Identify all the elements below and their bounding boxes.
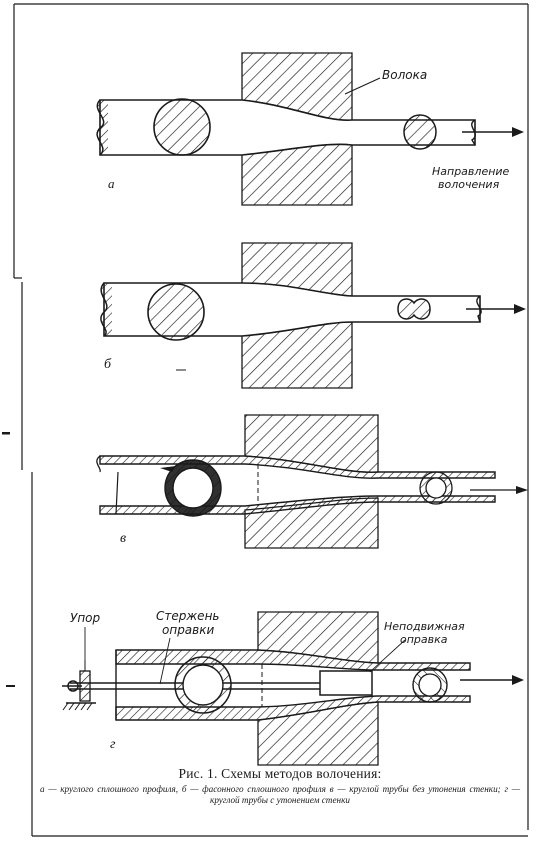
label-direction-1: Направление: [432, 165, 510, 178]
label-stop: Упор: [70, 611, 101, 625]
section-a-initial: [153, 98, 211, 156]
label-mandrel-rod-1: Стержень: [156, 609, 219, 623]
panel-label-b: б: [104, 357, 112, 372]
panel-b-shaped-solid: б: [100, 242, 526, 389]
page-frame: [13, 3, 529, 837]
label-fixed-mandrel-2: оправка: [400, 633, 448, 646]
scan-mark-left-bottom: [6, 685, 15, 687]
scan-mark-left: [2, 432, 10, 435]
arrow-g: [512, 675, 524, 685]
panel-label-g: г: [110, 737, 116, 752]
fixed-mandrel: [319, 670, 373, 696]
section-b-final: [397, 298, 431, 320]
section-a-final: [403, 114, 437, 150]
tube-g-lower-wall: [115, 695, 471, 721]
panel-g-tube-with-thinning: Упор Стержень оправки Неподвижная оправк…: [62, 609, 524, 766]
label-fixed-mandrel-1: Неподвижная: [384, 620, 465, 633]
figure-caption: Рис. 1. Схемы методов волочения: а — кру…: [40, 766, 520, 805]
panel-label-v: в: [120, 531, 126, 546]
panel-v-tube-no-thinning: в: [96, 414, 528, 549]
section-v-final: [420, 472, 452, 504]
caption-title: Рис. 1. Схемы методов волочения:: [178, 766, 382, 781]
arrow-v: [516, 486, 528, 494]
arrow-a: [512, 127, 524, 137]
arrow-b: [514, 304, 526, 314]
panel-a-solid-round: Волока Направление волочения а: [96, 52, 524, 206]
label-mandrel-rod-2: оправки: [162, 623, 214, 637]
label-die: Волока: [382, 68, 427, 82]
label-direction-2: волочения: [438, 178, 500, 191]
caption-body: а — круглого сплошного профиля, б — фасо…: [40, 784, 520, 805]
section-b-initial: [147, 283, 205, 341]
tube-g-upper-wall: [115, 649, 471, 671]
die-v: [244, 414, 379, 549]
panel-label-a: а: [108, 176, 115, 191]
